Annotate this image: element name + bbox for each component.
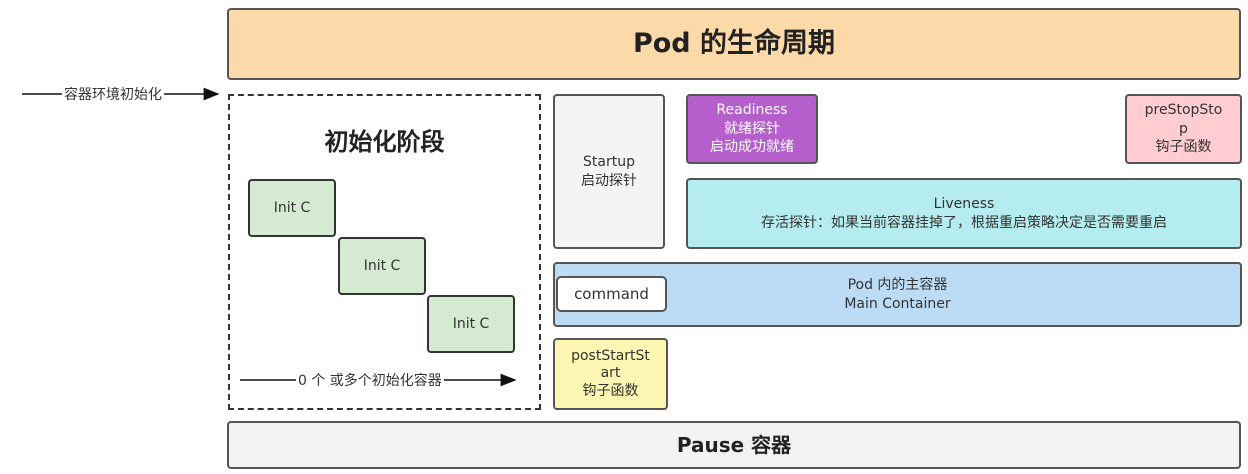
startup-probe-name: Startup (583, 153, 635, 170)
liveness-probe-desc: 存活探针：如果当前容器挂掉了，根据重启策略决定是否需要重启 (761, 214, 1167, 231)
liveness-probe: Liveness 存活探针：如果当前容器挂掉了，根据重启策略决定是否需要重启 (686, 178, 1242, 249)
poststart-hook-name-part2: art (600, 365, 621, 382)
init-container-label: Init C (273, 199, 311, 216)
pod-lifecycle-title-text: Pod 的生命周期 (632, 27, 836, 59)
readiness-probe-desc: 就绪探针 (724, 120, 780, 137)
poststart-hook-desc: 钩子函数 (582, 382, 639, 399)
pause-container-label: Pause 容器 (676, 432, 792, 457)
init-phase-title: 初始化阶段 (324, 128, 445, 156)
prestop-hook: preStopSto p 钩子函数 (1125, 94, 1242, 164)
pause-container: Pause 容器 (227, 421, 1241, 469)
prestop-hook-name-part1: preStopSto (1144, 101, 1223, 118)
pod-lifecycle-title: Pod 的生命周期 (227, 8, 1241, 80)
main-container-title-en: Main Container (844, 295, 951, 312)
main-container-title-cn: Pod 内的主容器 (847, 276, 948, 293)
init-container-1: Init C (248, 179, 336, 237)
init-containers-count-label: 0 个 或多个初始化容器 (296, 370, 444, 390)
poststart-hook: postStartSt art 钩子函数 (553, 338, 668, 410)
prestop-hook-desc: 钩子函数 (1155, 139, 1212, 156)
command-box: command (556, 276, 667, 312)
startup-probe-desc: 启动探针 (581, 172, 637, 189)
readiness-probe-name: Readiness (716, 101, 788, 118)
readiness-probe-note: 启动成功就绪 (710, 139, 794, 156)
init-container-2: Init C (338, 237, 426, 295)
env-init-label: 容器环境初始化 (62, 84, 164, 104)
main-container: Pod 内的主容器 Main Container (553, 262, 1242, 327)
init-container-label: Init C (452, 315, 490, 332)
command-label: command (574, 284, 649, 303)
liveness-probe-name: Liveness (933, 195, 995, 212)
init-container-3: Init C (427, 295, 515, 353)
init-phase-region (228, 94, 541, 410)
readiness-probe: Readiness 就绪探针 启动成功就绪 (686, 94, 818, 164)
startup-probe: Startup 启动探针 (553, 94, 665, 249)
prestop-hook-name-part2: p (1179, 120, 1188, 137)
poststart-hook-name-part1: postStartSt (571, 347, 650, 364)
init-container-label: Init C (363, 257, 401, 274)
